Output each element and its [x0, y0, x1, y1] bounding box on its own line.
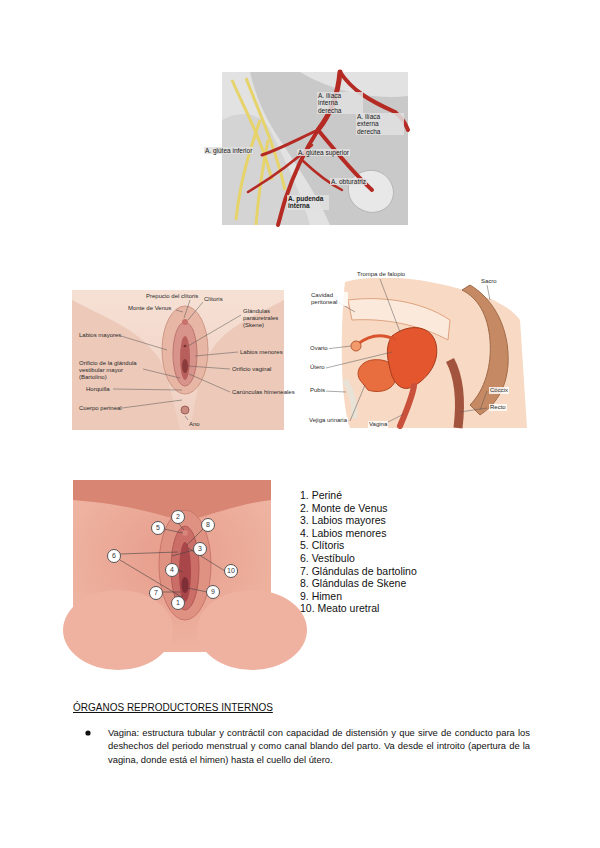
- part-label: Útero: [309, 364, 326, 371]
- callout-number: 6: [107, 549, 121, 563]
- list-item: 2. Monte de Venus: [300, 502, 388, 514]
- bullet-dot: [85, 730, 90, 735]
- artery-label: A. glútea inferior: [204, 147, 253, 154]
- list-item: 4. Labios menores: [300, 527, 386, 539]
- part-label: Recto: [489, 404, 507, 411]
- part-label: Cavidad peritoneal: [310, 292, 348, 306]
- list-item: 5. Clítoris: [300, 539, 344, 551]
- body-paragraph: Vagina: estructura tubular y contráctil …: [108, 726, 530, 766]
- list-item: 6. Vestíbulo: [300, 552, 355, 564]
- part-label: Cóccix: [489, 387, 509, 394]
- callout-number: 5: [151, 521, 165, 535]
- artery-label: A. ilíaca interna derecha: [317, 92, 363, 114]
- part-label: Prepucio del clítoris: [146, 293, 198, 300]
- part-label: Clítoris: [204, 296, 223, 303]
- part-label: Labios menores: [240, 349, 283, 356]
- callout-number: 10: [224, 564, 238, 578]
- callout-number: 9: [206, 585, 220, 599]
- callout-number: 3: [193, 542, 207, 556]
- part-label: Monte de Venus: [128, 305, 171, 312]
- part-label: Horquilla: [86, 386, 110, 393]
- part-label: Carúnculas himeneales: [232, 389, 295, 396]
- numbered-vulva-figure: [63, 480, 307, 670]
- artery-label: A. obturatriz: [330, 178, 367, 185]
- artery-label: A. glútea superior: [297, 149, 350, 156]
- artery-label: A. pudenda interna: [287, 195, 329, 210]
- callout-number: 1: [171, 596, 185, 610]
- part-label: Vejiga urinaria: [308, 417, 348, 424]
- part-label: Vagina: [368, 421, 388, 428]
- part-label: Pubis: [309, 387, 326, 394]
- callout-number: 4: [165, 563, 179, 577]
- part-label: Ovario: [309, 345, 329, 352]
- part-label: Orificio vaginal: [232, 366, 271, 373]
- list-item: 1. Periné: [300, 489, 342, 501]
- list-item: 8. Glándulas de Skene: [300, 577, 406, 589]
- list-item: 3. Labios mayores: [300, 514, 386, 526]
- external-genitalia-figure: [72, 290, 284, 430]
- part-label: Cuerpo perineal: [79, 405, 122, 412]
- list-item: 10. Meato uretral: [300, 602, 379, 614]
- artery-label: A. ilíaca externa derecha: [356, 113, 404, 135]
- part-label: Sacro: [480, 278, 498, 285]
- part-label: Orificio de la glándula vestibular mayor…: [79, 360, 143, 381]
- callout-number: 8: [201, 518, 215, 532]
- sagittal-section-figure: [305, 270, 527, 428]
- part-label: Glándulas parauretrales (Skene): [243, 308, 283, 329]
- part-label: Trompa de falopio: [356, 271, 406, 278]
- section-heading: ÓRGANOS REPRODUCTORES INTERNOS: [73, 702, 273, 714]
- list-item: 9. Himen: [300, 590, 342, 602]
- callout-number: 7: [149, 586, 163, 600]
- part-label: Labios mayores: [79, 332, 121, 339]
- part-label: Ano: [189, 421, 200, 428]
- callout-number: 2: [171, 510, 185, 524]
- list-item: 7. Glándulas de bartolino: [300, 565, 417, 577]
